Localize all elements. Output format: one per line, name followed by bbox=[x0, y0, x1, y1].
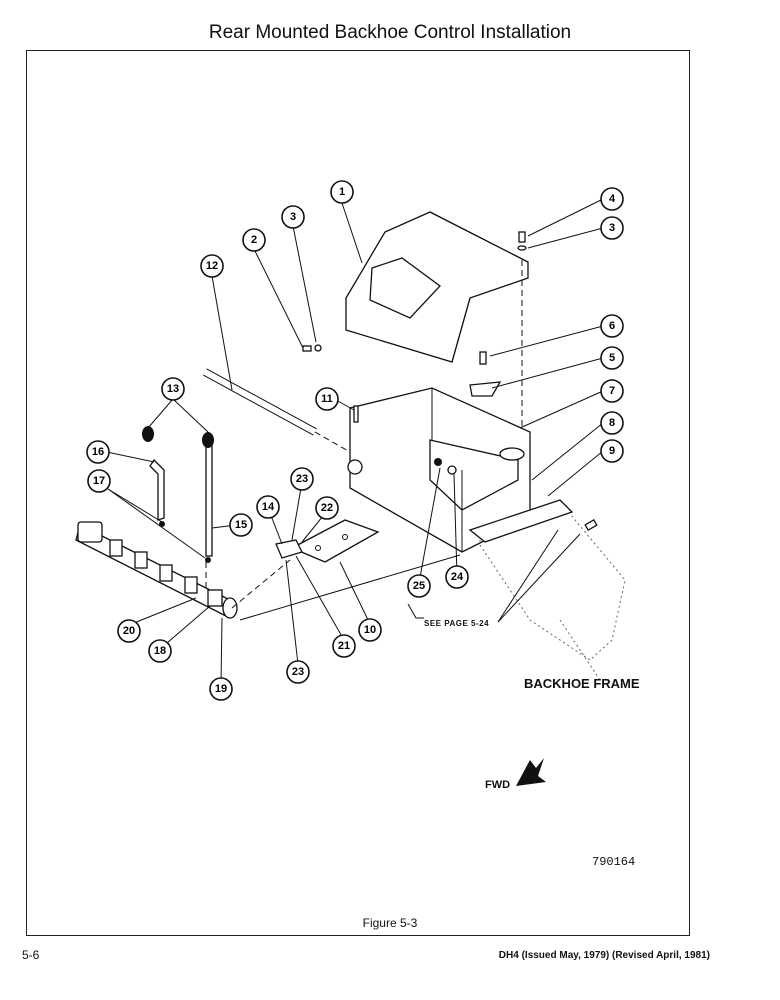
control-bracket bbox=[275, 519, 380, 563]
control-rod bbox=[203, 368, 351, 453]
callout-1: 1 bbox=[330, 180, 354, 204]
svg-text:23: 23 bbox=[296, 473, 308, 485]
callout-18: 18 bbox=[148, 639, 172, 663]
callout-23: 23 bbox=[286, 660, 310, 684]
callout-4: 4 bbox=[600, 187, 624, 211]
callout-7: 7 bbox=[600, 379, 624, 403]
drawing-number: 790164 bbox=[592, 855, 636, 869]
svg-text:4: 4 bbox=[609, 193, 616, 205]
callout-2: 2 bbox=[242, 228, 266, 252]
figure-caption: Figure 5-3 bbox=[362, 916, 418, 930]
svg-text:9: 9 bbox=[609, 445, 615, 457]
callout-21: 21 bbox=[332, 634, 356, 658]
svg-text:6: 6 bbox=[609, 320, 615, 332]
figure-frame bbox=[26, 50, 690, 936]
callout-23: 23 bbox=[290, 467, 314, 491]
svg-text:11: 11 bbox=[321, 393, 333, 405]
callout-25: 25 bbox=[407, 574, 431, 598]
control-cover bbox=[345, 211, 529, 363]
forward-arrow-icon bbox=[516, 758, 546, 786]
hardware-fasteners bbox=[159, 231, 598, 563]
svg-text:8: 8 bbox=[609, 417, 615, 429]
callout-20: 20 bbox=[117, 619, 141, 643]
svg-text:1: 1 bbox=[339, 186, 345, 198]
svg-text:3: 3 bbox=[290, 211, 296, 223]
callout-8: 8 bbox=[600, 411, 624, 435]
svg-text:7: 7 bbox=[609, 385, 615, 397]
callout-14: 14 bbox=[256, 495, 280, 519]
callout-15: 15 bbox=[229, 513, 253, 537]
issue-info: DH4 (Issued May, 1979) (Revised April, 1… bbox=[498, 950, 710, 961]
callout-9: 9 bbox=[600, 439, 624, 463]
callout-10: 10 bbox=[358, 618, 382, 642]
callout-13: 13 bbox=[161, 377, 185, 401]
valve-bank bbox=[75, 521, 238, 619]
callout-5: 5 bbox=[600, 346, 624, 370]
callout-11: 11 bbox=[315, 387, 339, 411]
svg-text:5: 5 bbox=[609, 352, 615, 364]
svg-text:22: 22 bbox=[321, 502, 333, 514]
svg-text:16: 16 bbox=[92, 446, 104, 458]
callout-24: 24 bbox=[445, 565, 469, 589]
svg-text:19: 19 bbox=[215, 683, 227, 695]
callout-17: 17 bbox=[87, 469, 111, 493]
svg-text:21: 21 bbox=[338, 640, 350, 652]
fwd-label: FWD bbox=[485, 779, 511, 791]
svg-text:10: 10 bbox=[364, 624, 376, 636]
see-page-reference: SEE PAGE 5-24 bbox=[424, 619, 490, 628]
svg-text:13: 13 bbox=[167, 383, 179, 395]
svg-text:24: 24 bbox=[451, 571, 464, 583]
callout-16: 16 bbox=[86, 440, 110, 464]
callout-3: 3 bbox=[600, 216, 624, 240]
svg-text:12: 12 bbox=[206, 260, 218, 272]
page-title: Rear Mounted Backhoe Control Installatio… bbox=[208, 22, 572, 43]
backhoe-frame-outline bbox=[468, 499, 626, 681]
svg-text:23: 23 bbox=[292, 666, 304, 678]
callout-3: 3 bbox=[281, 205, 305, 229]
svg-text:25: 25 bbox=[413, 580, 425, 592]
svg-text:2: 2 bbox=[251, 234, 257, 246]
callout-12: 12 bbox=[200, 254, 224, 278]
svg-text:14: 14 bbox=[262, 501, 275, 513]
svg-text:15: 15 bbox=[235, 519, 247, 531]
backhoe-frame-label: BACKHOE FRAME bbox=[524, 676, 640, 691]
svg-text:17: 17 bbox=[93, 475, 105, 487]
svg-text:3: 3 bbox=[609, 222, 615, 234]
page-number: 5-6 bbox=[22, 948, 40, 962]
svg-text:18: 18 bbox=[154, 645, 166, 657]
callout-22: 22 bbox=[315, 496, 339, 520]
svg-text:20: 20 bbox=[123, 625, 135, 637]
callout-6: 6 bbox=[600, 314, 624, 338]
control-levers bbox=[142, 426, 214, 557]
callout-19: 19 bbox=[209, 677, 233, 701]
